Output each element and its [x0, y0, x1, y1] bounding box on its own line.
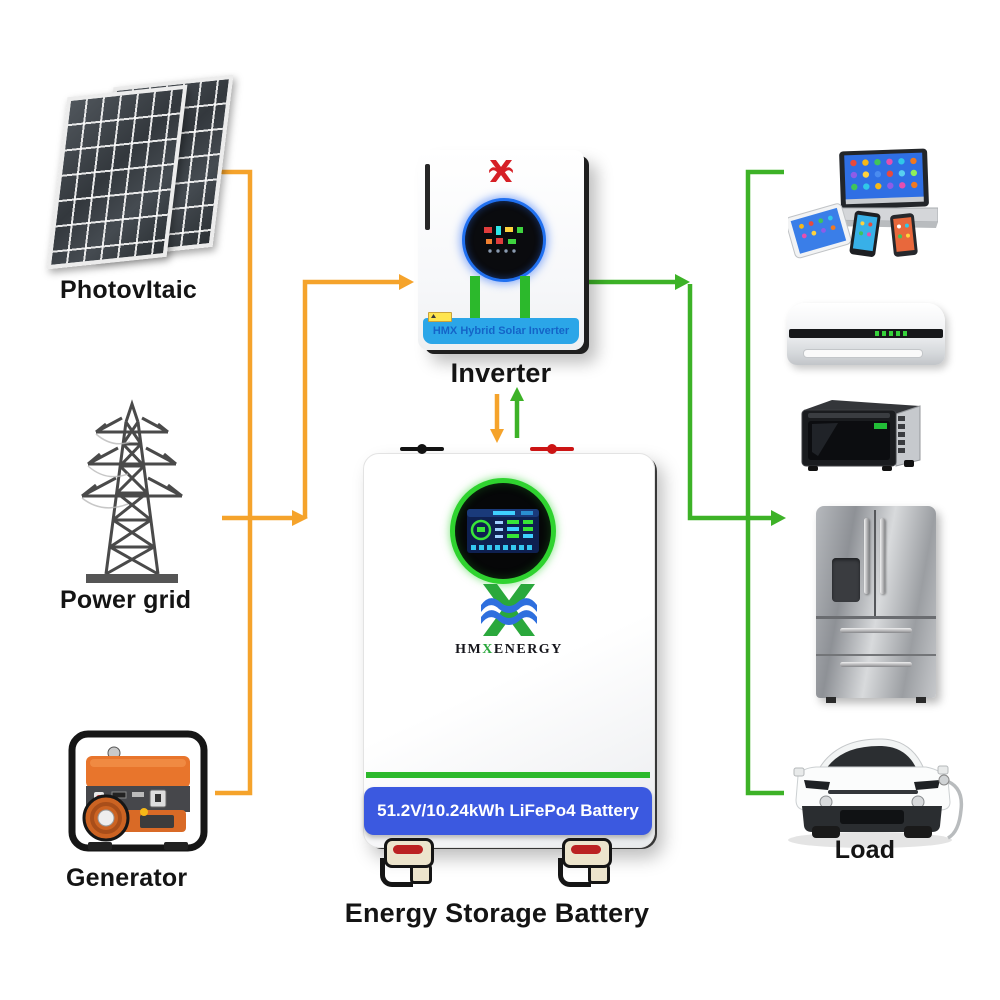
battery-brand-text: HMXENERGY — [455, 642, 563, 657]
fridge-drawer-handle-lower — [840, 662, 912, 667]
portable-generator-icon — [68, 730, 208, 852]
inverter-display-readout — [484, 226, 523, 253]
discharge-arrowhead — [510, 387, 524, 401]
car-headlight-left — [804, 780, 830, 790]
grid-feed-arrowhead — [292, 510, 308, 526]
warning-sticker-icon — [428, 312, 452, 322]
microwave-oven-icon — [801, 400, 921, 471]
power-grid-label: Power grid — [60, 586, 192, 614]
hmx-logo-red-icon — [489, 160, 513, 182]
pv-generator-bus-line — [215, 169, 253, 796]
load-feed-line — [687, 284, 771, 521]
tower-base — [86, 574, 178, 583]
battery-display-readout — [467, 509, 539, 553]
fridge-water-dispenser — [832, 558, 860, 602]
inverter-label: Inverter — [450, 358, 552, 388]
car-body — [795, 766, 951, 811]
battery-caster-wheel-right — [558, 838, 614, 890]
inverter-green-stripe-right — [520, 276, 530, 324]
load-label: Load — [834, 836, 896, 864]
charge-arrowhead — [490, 429, 504, 443]
generator-frame — [68, 730, 208, 852]
laptop-screen — [839, 148, 929, 210]
inverter-heatsink-bar — [425, 164, 430, 230]
fridge-handle-right — [880, 518, 885, 594]
car-wheel-left — [812, 826, 840, 838]
car-headlight-right — [914, 780, 940, 790]
transmission-tower-icon — [81, 399, 183, 583]
tower-crossarms — [81, 416, 183, 498]
charging-cable — [943, 778, 964, 840]
refrigerator-icon — [816, 506, 936, 703]
load-bus-line — [745, 169, 784, 796]
generator-label: Generator — [66, 864, 188, 892]
microwave-handle — [808, 413, 890, 418]
solar-panel-front — [46, 84, 188, 270]
electric-car-icon — [788, 738, 964, 848]
car-windshield — [824, 745, 918, 772]
charging-plug — [938, 774, 950, 786]
air-conditioner-icon — [787, 303, 945, 365]
ac-led-display — [875, 331, 909, 336]
fridge-handle-left — [864, 518, 869, 594]
ac-vent-flap — [803, 349, 923, 358]
inverter-output-arrowhead — [675, 274, 690, 290]
ac-front-stripe — [789, 329, 943, 338]
inverter-input-arrowhead — [399, 274, 414, 290]
car-mirror-right — [937, 765, 949, 775]
battery-display — [450, 478, 556, 584]
inverter-input-line — [302, 279, 399, 518]
battery-caster-wheel-left — [380, 838, 436, 890]
microwave-led — [874, 423, 887, 429]
microwave-buttons — [898, 416, 905, 453]
smartphone-left — [849, 210, 881, 257]
solar-panels-icon — [46, 74, 234, 270]
inverter-display — [462, 198, 546, 282]
hmx-logo-icon — [481, 584, 537, 636]
photovoltaic-label: PhotovItaic — [60, 276, 197, 304]
tower-lattice — [104, 399, 160, 576]
fridge-door-split — [874, 510, 876, 616]
generator-vents — [140, 815, 174, 828]
car-mirror-left — [793, 767, 805, 777]
load-feed-arrowhead — [771, 510, 786, 526]
battery-negative-terminal — [400, 444, 444, 454]
laptop-and-mobile-devices-icon — [788, 148, 938, 259]
battery-green-stripe — [366, 772, 650, 778]
lifepo4-battery-device: HMXENERGY 51.2V/10.24kWh LiFePo4 Battery — [363, 444, 655, 887]
inverter-green-stripe-left — [470, 276, 480, 324]
car-wheel-right — [904, 826, 932, 838]
smartphone-right — [890, 213, 918, 257]
tower-cables — [81, 433, 131, 509]
battery-positive-terminal — [530, 444, 574, 454]
battery-spec-band: 51.2V/10.24kWh LiFePo4 Battery — [364, 787, 652, 835]
hybrid-solar-inverter-device: HMX Hybrid Solar Inverter — [418, 150, 584, 350]
fridge-drawer-handle-upper — [840, 628, 912, 633]
battery-label: Energy Storage Battery — [344, 898, 650, 928]
tablet — [788, 203, 852, 259]
inverter-brand-band: HMX Hybrid Solar Inverter — [423, 318, 579, 344]
